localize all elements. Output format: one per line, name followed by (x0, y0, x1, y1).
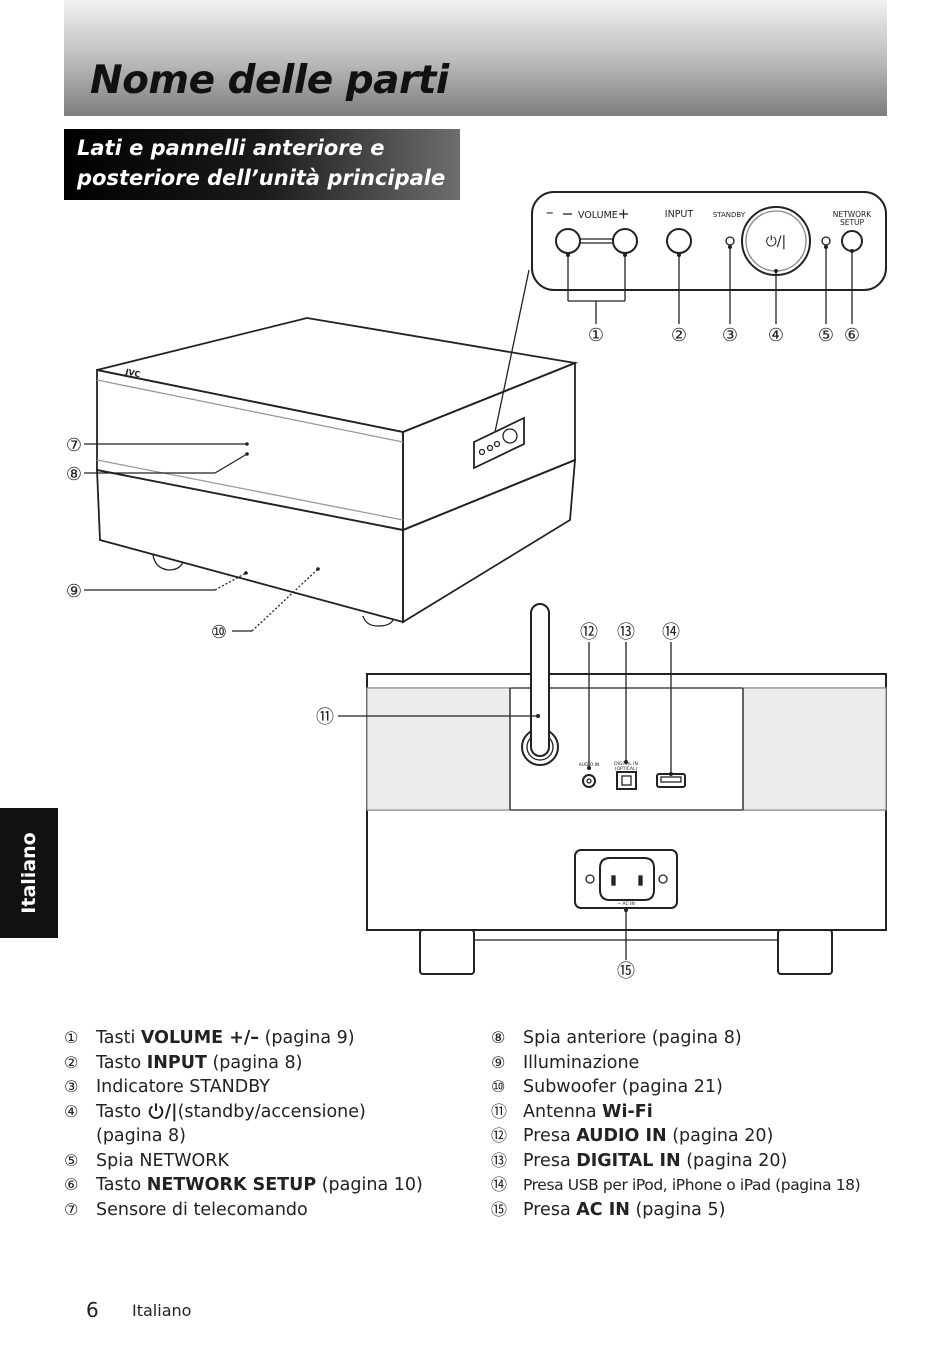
callout-12: ⑫ (580, 622, 598, 643)
callout-14: ⑭ (662, 622, 680, 643)
callout-3: ③ (722, 325, 738, 346)
callout-6: ⑥ (844, 325, 860, 346)
digital-in-label: DIGITAL IN (614, 761, 638, 767)
footer-language: Italiano (132, 1301, 192, 1320)
network-label: NETWORK (833, 210, 872, 219)
callout-13: ⑬ (617, 622, 635, 643)
audio-in-label: AUDIO IN (579, 762, 600, 768)
control-panel-outline (531, 191, 887, 291)
language-side-tab (0, 808, 58, 938)
page-title: Nome delle parti (90, 58, 449, 103)
ac-in-socket (599, 857, 655, 901)
callout-1: ① (588, 325, 604, 346)
callout-8: ⑧ (66, 464, 82, 485)
unit-top (96, 317, 579, 433)
section-title: Lati e pannelli anteriore e posteriore d… (77, 136, 446, 190)
page-number: 6 (86, 1298, 99, 1322)
power-symbol: ⏻/| (766, 234, 787, 250)
unit-side-controls (473, 416, 525, 470)
callout-5: ⑤ (818, 325, 834, 346)
callout-4: ④ (768, 325, 784, 346)
ac-in-label: ~ AC IN (617, 901, 634, 907)
callout-10: ⑩ (211, 622, 227, 643)
callout-7: ⑦ (66, 435, 82, 456)
optical-label: (OPTICAL) (615, 766, 638, 772)
volume-minus-button (555, 228, 581, 254)
wifi-antenna (530, 603, 550, 757)
volume-label: VOLUME (578, 210, 618, 221)
volume-plus-button (612, 228, 638, 254)
network-indicator (821, 236, 831, 246)
power-icon (148, 1102, 164, 1119)
header-bar (64, 0, 887, 116)
audio-in-jack (582, 774, 596, 788)
input-button (666, 228, 692, 254)
input-label: INPUT (665, 209, 694, 220)
standby-indicator (725, 236, 735, 246)
setup-label: SETUP (840, 218, 865, 227)
network-setup-button (841, 230, 863, 252)
unit-illustration: – VOLUME INPUT STANDBY ⏻/| NETWORK SETUP… (66, 191, 887, 982)
callout-11: ⑪ (316, 707, 334, 728)
section-bar (64, 129, 460, 200)
standby-label: STANDBY (713, 211, 746, 219)
callout-9: ⑨ (66, 581, 82, 602)
brand-logo: JVC (124, 367, 142, 379)
callout-15: ⑮ (617, 961, 635, 982)
callout-2: ② (671, 325, 687, 346)
digital-in-jack (616, 771, 637, 790)
volume-minus-label: – (546, 203, 554, 221)
